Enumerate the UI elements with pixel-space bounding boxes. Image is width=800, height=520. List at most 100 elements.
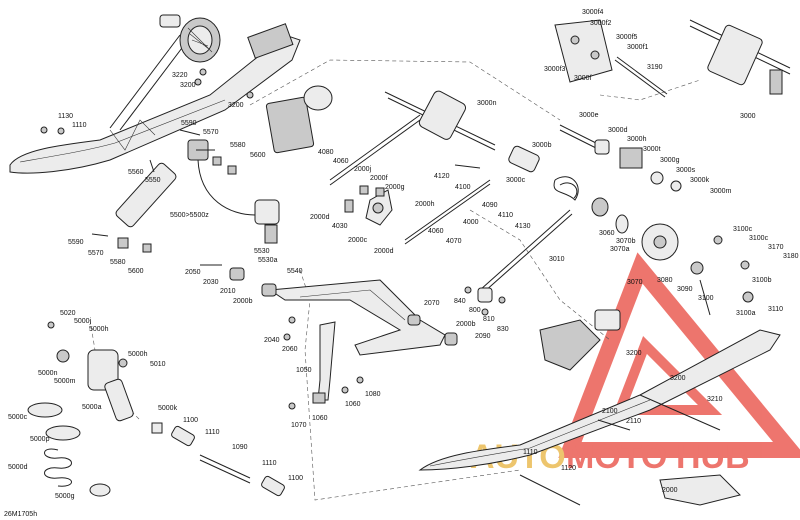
part-label: 2050	[185, 269, 201, 276]
part-label: 1110	[72, 122, 87, 129]
rear-axle-assembly	[479, 124, 754, 316]
part-label: 1090	[232, 444, 248, 451]
part-label: 3000f2	[590, 20, 612, 27]
part-label: 3170	[768, 244, 784, 251]
part-label: 3220	[172, 72, 188, 79]
part-label: 3200	[670, 375, 686, 382]
part-label: 5500>5500z	[170, 212, 209, 219]
part-label: 5000h	[128, 351, 148, 358]
part-label: 5000g	[55, 493, 75, 500]
bracket-3000f	[554, 19, 668, 98]
part-label: 3000c	[506, 177, 526, 184]
part-label: 3000k	[690, 177, 710, 184]
part-label: 4070	[446, 238, 462, 245]
part-label: 2100	[602, 408, 618, 415]
part-label: 1110	[523, 449, 538, 456]
part-label: 1080	[365, 391, 381, 398]
part-label: 1110	[205, 429, 220, 436]
watermark-text-hub: HUB	[676, 438, 750, 476]
part-label: 3100b	[752, 277, 772, 284]
part-label: 3000f	[574, 75, 592, 82]
part-label: 5000k	[158, 405, 178, 412]
part-label: 3070	[627, 279, 643, 286]
part-label: 1100	[288, 475, 303, 482]
part-label: 3000f1	[627, 44, 649, 51]
part-label: 3100a	[736, 310, 756, 317]
front-ski	[9, 23, 301, 174]
part-label: 3080	[657, 277, 673, 284]
part-label: 2000j	[354, 166, 372, 173]
part-label: 830	[497, 326, 509, 333]
part-label: 3000d	[608, 127, 628, 134]
shaft-3000	[689, 19, 791, 95]
part-label: 3200	[228, 102, 244, 109]
part-label: 4100	[455, 184, 471, 191]
pins-1090-1100	[151, 422, 285, 497]
part-label: 5570	[88, 250, 104, 257]
part-label: 3000	[740, 113, 756, 120]
part-label: 1120	[561, 465, 576, 472]
rear-ski	[418, 309, 781, 506]
part-label: 5000m	[54, 378, 76, 385]
part-label: 5530a	[258, 257, 278, 264]
part-label: 3110	[768, 306, 783, 313]
part-label: 3000n	[477, 100, 497, 107]
part-label: 5580	[230, 142, 246, 149]
part-label: 2000b	[233, 298, 253, 305]
part-label: 2030	[203, 279, 219, 286]
part-label: 1060	[345, 401, 361, 408]
part-label: 810	[483, 316, 495, 323]
part-label: 4030	[332, 223, 348, 230]
part-label: 2000b	[456, 321, 476, 328]
part-label: 3010	[549, 256, 565, 263]
part-label: 5540	[287, 268, 303, 275]
part-label: 5570	[203, 129, 219, 136]
part-label: 3000b	[532, 142, 552, 149]
part-label: 3100	[698, 295, 714, 302]
part-label: 1050	[296, 367, 312, 374]
part-label: 5000d	[8, 464, 28, 471]
part-label: 3090	[677, 286, 693, 293]
part-label: 2000h	[415, 201, 435, 208]
part-label: 3000h	[627, 136, 647, 143]
part-label: 5600	[250, 152, 266, 159]
a-arm-2070	[200, 264, 458, 356]
part-label: 1070	[291, 422, 307, 429]
part-label: 3000m	[710, 188, 732, 195]
part-label: 3060	[599, 230, 615, 237]
part-label: 4120	[434, 173, 450, 180]
part-label: 3190	[647, 64, 663, 71]
part-label: 3000s	[676, 167, 696, 174]
hardware-800-840	[464, 286, 506, 316]
part-label: 3000f3	[544, 66, 566, 73]
part-label: 5010	[150, 361, 166, 368]
watermark-text-moto: MOTO	[566, 438, 667, 476]
ski-hardware	[40, 68, 254, 135]
rear-shock-3000	[265, 85, 496, 186]
part-label: 5530	[254, 248, 270, 255]
part-label: 5590	[68, 239, 84, 246]
part-label: 5000n	[38, 370, 58, 377]
part-label: 1110	[262, 460, 277, 467]
part-label: 1060	[312, 415, 328, 422]
part-label: 3000e	[579, 112, 599, 119]
part-label: 3000g	[660, 157, 680, 164]
part-label: 2000g	[385, 184, 405, 191]
part-label: 5000c	[8, 414, 28, 421]
part-label: 1100	[183, 417, 198, 424]
diagram-id-label: 26M1705h	[4, 511, 37, 518]
part-label: 5000h	[89, 326, 109, 333]
part-label: 5000p	[30, 436, 50, 443]
part-label: 3070a	[610, 246, 630, 253]
part-label: 4130	[515, 223, 531, 230]
part-label: 4060	[333, 158, 349, 165]
part-label: 5550	[145, 177, 161, 184]
part-label: 2000d	[374, 248, 394, 255]
part-label: 5580	[110, 259, 126, 266]
part-label: 2060	[282, 346, 298, 353]
part-label: 3200	[626, 350, 642, 357]
part-label: 2000c	[348, 237, 368, 244]
part-label: 800	[469, 307, 481, 314]
shock-5000	[27, 321, 134, 497]
